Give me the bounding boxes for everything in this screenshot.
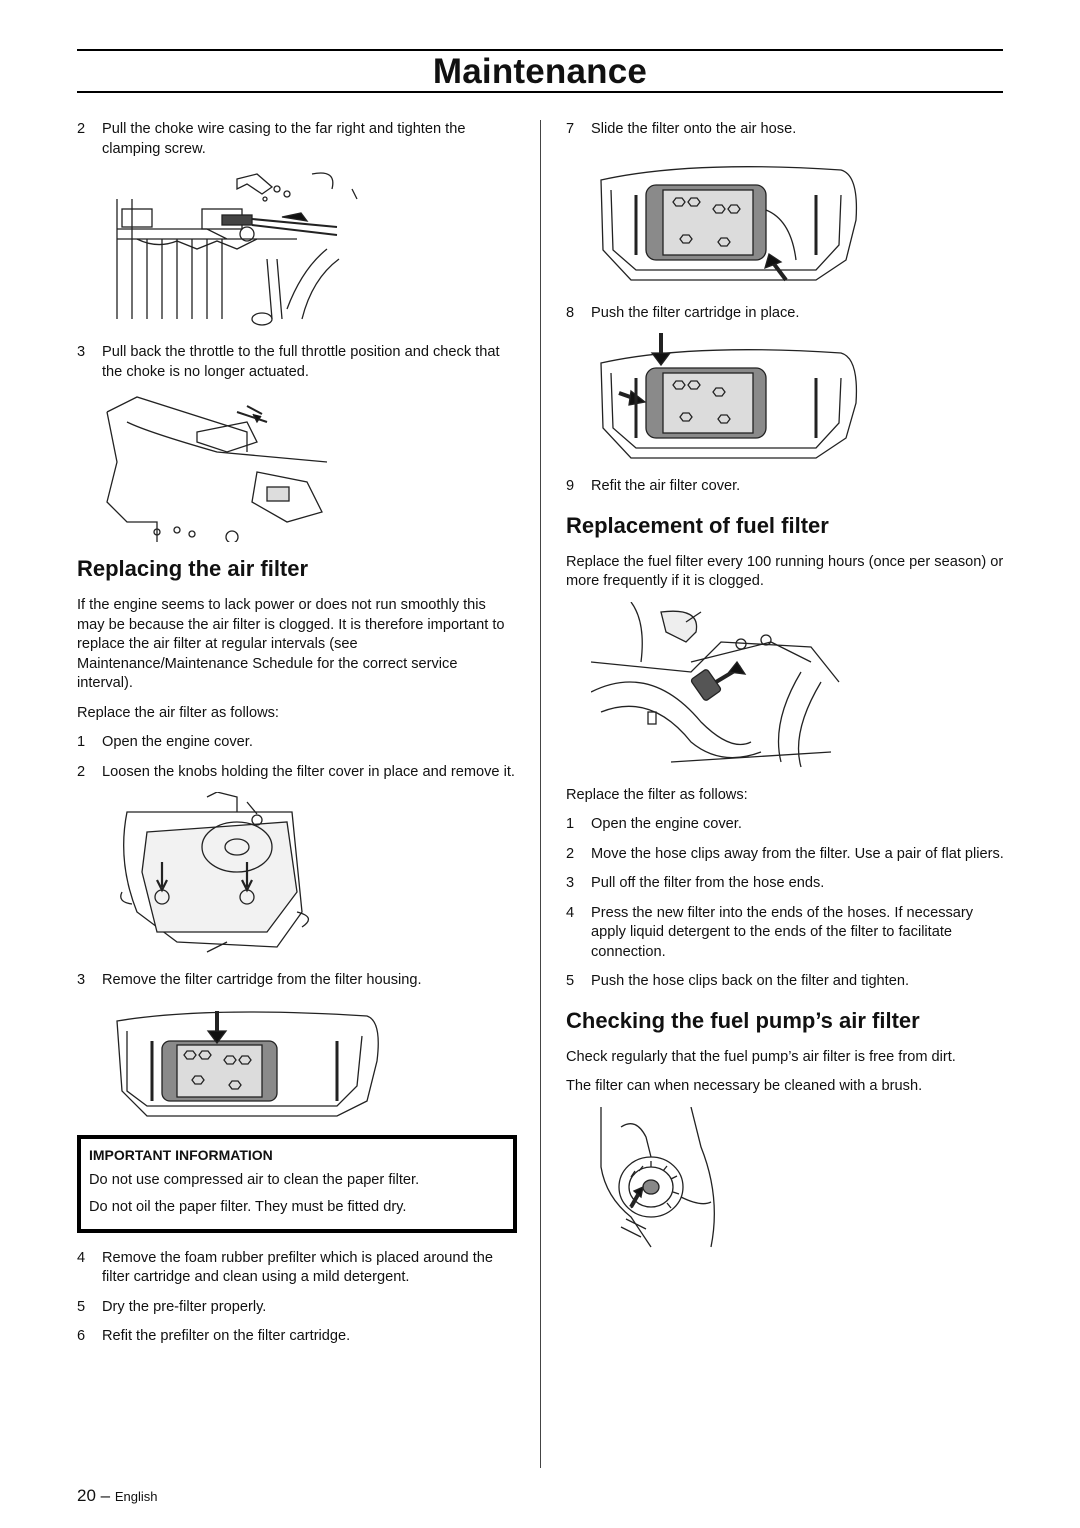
fuel-pump-para: Check regularly that the fuel pump’s air… [566, 1048, 956, 1065]
footer-language: English [114, 1489, 158, 1504]
step-item: 2 Loosen the knobs holding the filter co… [77, 763, 517, 783]
step-number: 2 [77, 763, 86, 780]
step-text: Pull off the filter from the hose ends. [591, 875, 825, 891]
step-text: Slide the filter onto the air hose. [591, 121, 797, 137]
step-number: 1 [77, 734, 86, 750]
step-number: 3 [566, 875, 575, 891]
step-item: 1 Open the engine cover. [566, 815, 1006, 835]
air-filter-lead: Replace the air filter as follows: [77, 704, 279, 721]
step-number: 9 [566, 478, 575, 494]
page-number: 20 [77, 1486, 96, 1505]
step-text: Push the hose clips back on the filter a… [591, 973, 910, 989]
important-information-box: IMPORTANT INFORMATION Do not use compres… [77, 1134, 517, 1233]
filter-housing-illustration [107, 1001, 517, 1121]
step-number: 6 [77, 1328, 86, 1344]
step-number: 4 [566, 904, 575, 921]
step-item: 3 Remove the filter cartridge from the f… [77, 971, 517, 991]
page-footer: 20 – English [77, 1486, 158, 1506]
step-item: 4 Press the new filter into the ends of … [566, 904, 1006, 963]
air-filter-heading: Replacing the air filter [77, 556, 309, 581]
important-line: Do not use compressed air to clean the p… [89, 1171, 420, 1188]
step-item: 2 Pull the choke wire casing to the far … [77, 120, 517, 159]
step-item: 9 Refit the air filter cover. [566, 477, 1006, 497]
step-number: 8 [566, 304, 575, 321]
column-divider [540, 120, 541, 1468]
step-item: 2 Move the hose clips away from the filt… [566, 845, 1006, 865]
page-title: Maintenance [432, 52, 648, 91]
step-number: 1 [566, 816, 575, 832]
step-text: Dry the pre-filter properly. [102, 1298, 267, 1315]
push-filter-illustration [591, 333, 1006, 463]
step-text: Open the engine cover. [591, 816, 742, 832]
step-text: Move the hose clips away from the filter… [591, 845, 1004, 862]
step-number: 5 [566, 973, 575, 989]
filter-cover-illustration [117, 792, 517, 957]
step-number: 3 [77, 344, 86, 360]
fuel-filter-lead: Replace the filter as follows: [566, 786, 748, 803]
step-number: 2 [566, 845, 575, 862]
important-line: Do not oil the paper filter. They must b… [89, 1198, 407, 1215]
step-text: Loosen the knobs holding the filter cove… [102, 763, 515, 780]
step-item: 5 Dry the pre-filter properly. [77, 1298, 517, 1318]
fuel-pump-illustration [591, 1106, 1006, 1252]
fuel-pump-heading: Checking the fuel pump’s air filter [566, 1007, 920, 1033]
step-text: Push the filter cartridge in place. [591, 304, 800, 321]
step-item: 1 Open the engine cover. [77, 733, 517, 753]
title-rule-top [77, 49, 1003, 51]
step-number: 4 [77, 1249, 86, 1266]
step-item: 7 Slide the filter onto the air hose. [566, 120, 1006, 140]
air-filter-intro: If the engine seems to lack power or doe… [77, 597, 505, 691]
step-text: Open the engine cover. [102, 734, 253, 750]
title-rule-bottom [77, 91, 1003, 93]
step-number: 7 [566, 121, 575, 137]
step-item: 5 Push the hose clips back on the filter… [566, 972, 1006, 992]
step-item: 6 Refit the prefilter on the filter cart… [77, 1327, 517, 1347]
step-item: 8 Push the filter cartridge in place. [566, 304, 1006, 324]
step-item: 4 Remove the foam rubber prefilter which… [77, 1249, 517, 1288]
step-number: 3 [77, 972, 86, 988]
step-text: Press the new filter into the ends of th… [591, 904, 974, 960]
step-text: Refit the prefilter on the filter cartri… [102, 1328, 351, 1344]
throttle-illustration [97, 392, 517, 542]
footer-dash: – [100, 1486, 111, 1505]
choke-wire-illustration [97, 169, 517, 329]
step-text: Pull the choke wire casing to the far ri… [102, 121, 466, 157]
important-heading: IMPORTANT INFORMATION [89, 1146, 273, 1163]
fuel-filter-heading: Replacement of fuel filter [566, 512, 829, 538]
step-text: Remove the foam rubber prefilter which i… [102, 1249, 493, 1286]
left-column: 2 Pull the choke wire casing to the far … [77, 120, 517, 1357]
step-item: 3 Pull off the filter from the hose ends… [566, 874, 1006, 894]
step-item: 3 Pull back the throttle to the full thr… [77, 343, 517, 382]
step-text: Pull back the throttle to the full throt… [102, 344, 500, 380]
step-text: Refit the air filter cover. [591, 478, 741, 494]
step-text: Remove the filter cartridge from the fil… [102, 972, 422, 988]
fuel-filter-illustration [591, 601, 1006, 772]
right-column: 7 Slide the filter onto the air hose. 8 … [566, 120, 1006, 1266]
fuel-pump-para: The filter can when necessary be cleaned… [566, 1078, 923, 1094]
fuel-filter-intro: Replace the fuel filter every 100 runnin… [566, 553, 1004, 590]
step-number: 5 [77, 1298, 86, 1315]
step-number: 2 [77, 121, 86, 137]
slide-filter-illustration [591, 150, 1006, 290]
